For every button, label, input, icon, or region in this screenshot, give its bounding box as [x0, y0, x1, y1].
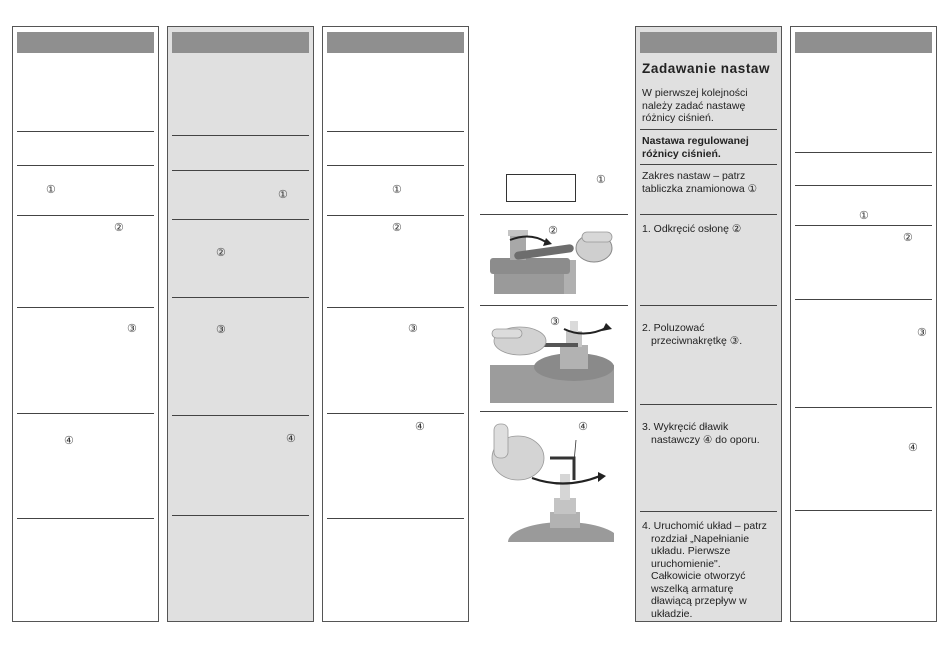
divider [795, 225, 932, 226]
divider [172, 515, 309, 516]
divider [172, 297, 309, 298]
step-2: 2. Poluzować przeciwnakrętkę ③. [642, 322, 743, 347]
svg-text:②: ② [548, 224, 558, 237]
column-header [640, 32, 777, 53]
ref-4: ④ [415, 421, 425, 433]
column-5-instructions: Zadawanie nastaw W pierwszej kolejności … [635, 26, 782, 622]
divider [795, 407, 932, 408]
ref-1: ① [46, 184, 56, 196]
curved-arrow-icon [602, 323, 612, 331]
svg-text:③: ③ [550, 315, 560, 328]
divider [795, 185, 932, 186]
ref-1: ① [596, 174, 606, 186]
divider [172, 170, 309, 171]
divider [327, 165, 464, 166]
ref-4: ④ [908, 442, 918, 454]
column-header [327, 32, 464, 53]
column-3: ① ② ③ ④ [322, 26, 469, 622]
intro-text: W pierwszej kolejności należy zadać nast… [642, 87, 748, 124]
divider [17, 131, 154, 132]
hex-key-locknut-photo: ③ [490, 313, 614, 403]
divider [327, 131, 464, 132]
ref-2: ② [392, 222, 402, 234]
column-1: ① ② ③ ④ [12, 26, 159, 622]
nameplate-box [506, 174, 576, 202]
step-3: 3. Wykręcić dławik nastawczy ④ do oporu. [642, 421, 760, 446]
divider [17, 518, 154, 519]
divider [17, 307, 154, 308]
divider [327, 307, 464, 308]
column-header [795, 32, 932, 53]
curved-arrow-icon [543, 238, 552, 246]
ref-2: ② [903, 232, 913, 244]
ref-1: ① [859, 210, 869, 222]
divider [480, 411, 628, 412]
step-1: 1. Odkręcić osłonę ② [642, 223, 742, 235]
ref-3: ③ [917, 327, 927, 339]
divider [327, 518, 464, 519]
divider [17, 215, 154, 216]
column-2: ① ② ③ ④ [167, 26, 314, 622]
valve-wrench-photo: ② [490, 222, 614, 294]
divider [795, 510, 932, 511]
divider [327, 413, 464, 414]
column-6: ① ② ③ ④ [790, 26, 937, 622]
section-title: Zadawanie nastaw [642, 61, 771, 76]
ref-4: ④ [286, 433, 296, 445]
divider [640, 129, 777, 130]
hex-key-gland-photo: ④ [490, 418, 614, 542]
ref-3: ③ [127, 323, 137, 335]
divider [795, 152, 932, 153]
column-header [17, 32, 154, 53]
divider [640, 214, 777, 215]
ref-2: ② [216, 247, 226, 259]
divider [327, 215, 464, 216]
ref-1: ① [392, 184, 402, 196]
ref-2: ② [114, 222, 124, 234]
curved-arrow-icon [598, 472, 606, 482]
divider [640, 164, 777, 165]
divider [795, 299, 932, 300]
divider [480, 305, 628, 306]
divider [172, 135, 309, 136]
divider [17, 165, 154, 166]
divider [480, 214, 628, 215]
range-text: Zakres nastaw – patrz tabliczka znamiono… [642, 170, 758, 195]
divider [17, 413, 154, 414]
step-4: 4. Uruchomić układ – patrz rozdział „Nap… [642, 520, 767, 620]
ref-4: ④ [64, 435, 74, 447]
divider [172, 415, 309, 416]
subtitle: Nastawa regulowanej różnicy ciśnień. [642, 135, 749, 160]
svg-text:④: ④ [578, 420, 588, 433]
ref-3: ③ [216, 324, 226, 336]
column-header [172, 32, 309, 53]
divider [172, 219, 309, 220]
divider [640, 404, 777, 405]
ref-1: ① [278, 189, 288, 201]
divider [640, 305, 777, 306]
divider [640, 511, 777, 512]
ref-3: ③ [408, 323, 418, 335]
